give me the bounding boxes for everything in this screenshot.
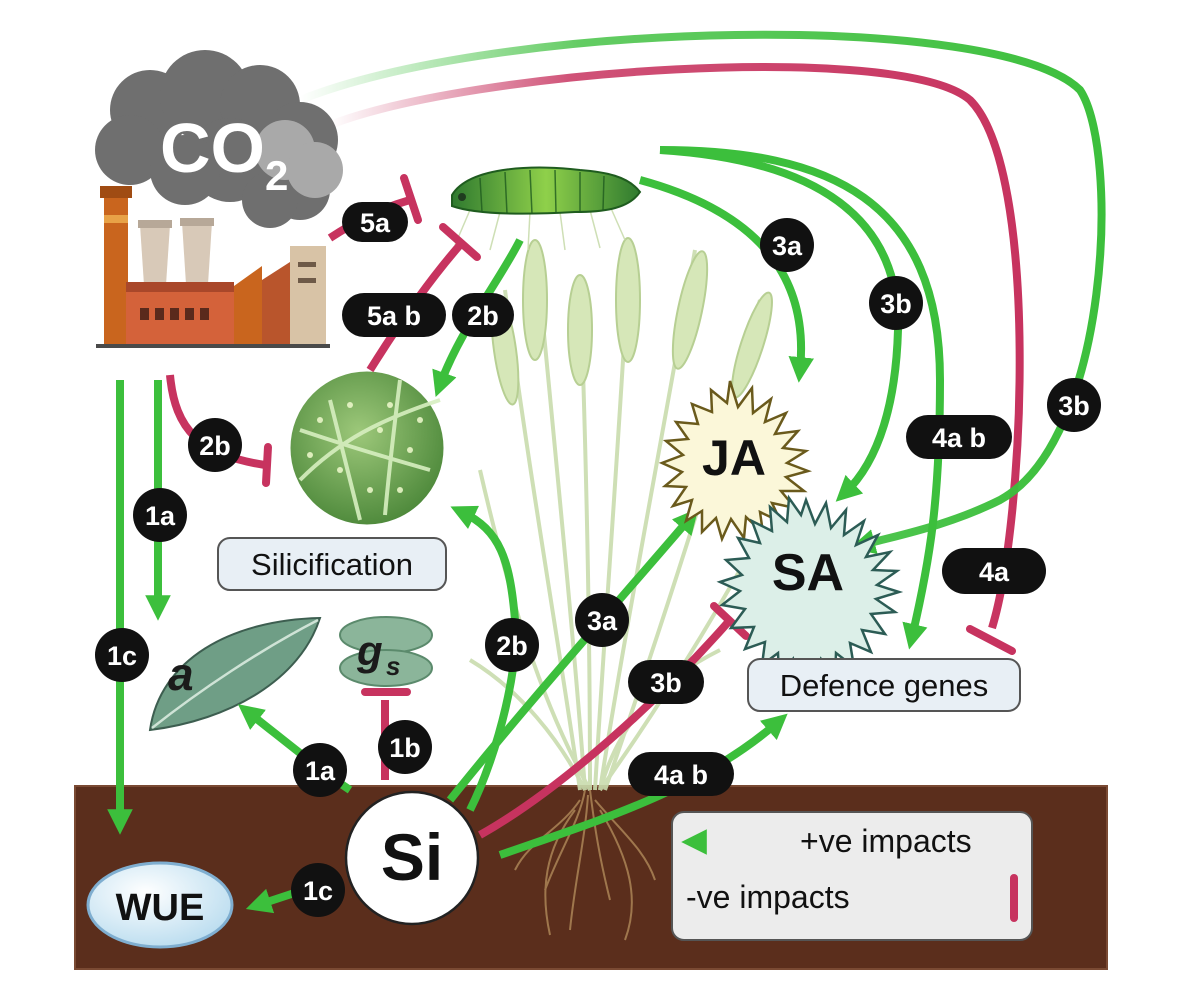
badge-4a-b-bottom: 4a b bbox=[628, 752, 734, 796]
wheat-plant bbox=[468, 237, 773, 792]
co2-cloud: CO 2 bbox=[95, 50, 343, 228]
badge-2b-top: 2b bbox=[452, 293, 514, 337]
svg-text:4a: 4a bbox=[979, 557, 1010, 587]
silicified-leaf-circle bbox=[287, 368, 447, 528]
svg-text:5a b: 5a b bbox=[367, 301, 421, 331]
svg-text:1c: 1c bbox=[303, 876, 333, 906]
si-label: Si bbox=[381, 820, 443, 894]
badge-1b: 1b bbox=[378, 720, 432, 774]
step-badges: 5a 5a b 2b 2b 1a 1c 2b 3a 1b 1a 1c 3b 4a… bbox=[95, 202, 1101, 917]
ja-node: JA bbox=[658, 380, 813, 543]
caterpillar-icon bbox=[451, 166, 642, 251]
badge-1c-bottom: 1c bbox=[291, 863, 345, 917]
badge-3a-mid: 3a bbox=[575, 593, 629, 647]
svg-text:5a: 5a bbox=[360, 208, 391, 238]
svg-text:1a: 1a bbox=[145, 501, 176, 531]
sa-node: SA bbox=[716, 494, 904, 687]
svg-text:4a b: 4a b bbox=[932, 423, 986, 453]
svg-text:3b: 3b bbox=[650, 668, 682, 698]
badge-3b-mid: 3b bbox=[628, 660, 704, 704]
svg-text:4a b: 4a b bbox=[654, 760, 708, 790]
legend-positive-label: +ve impacts bbox=[800, 823, 972, 859]
svg-text:2b: 2b bbox=[199, 431, 231, 461]
silicification-label: Silicification bbox=[251, 547, 413, 582]
badge-4a-b-right: 4a b bbox=[906, 415, 1012, 459]
badge-2b-left: 2b bbox=[188, 418, 242, 472]
defence-genes-box: Defence genes bbox=[747, 658, 1021, 712]
badge-5a: 5a bbox=[342, 202, 408, 242]
badge-2b-mid: 2b bbox=[485, 618, 539, 672]
badge-1a-left: 1a bbox=[133, 488, 187, 542]
leaf-icon: a bbox=[148, 616, 322, 732]
factory-icon bbox=[96, 186, 330, 348]
svg-text:2b: 2b bbox=[496, 631, 528, 661]
leaf-label: a bbox=[168, 648, 194, 700]
badge-3b-top: 3b bbox=[869, 276, 923, 330]
svg-text:3b: 3b bbox=[1058, 391, 1090, 421]
svg-text:1b: 1b bbox=[389, 733, 421, 763]
stomata-subscript: s bbox=[386, 651, 400, 681]
co2-subscript: 2 bbox=[265, 152, 288, 199]
ja-star-shape bbox=[658, 380, 813, 543]
svg-text:2b: 2b bbox=[467, 301, 499, 331]
defence-genes-label: Defence genes bbox=[780, 668, 989, 703]
stomata-icon: g s bbox=[339, 616, 433, 687]
badge-1c-left: 1c bbox=[95, 628, 149, 682]
legend-negative-label: -ve impacts bbox=[686, 879, 850, 915]
svg-text:3a: 3a bbox=[772, 231, 803, 261]
svg-text:1a: 1a bbox=[305, 756, 336, 786]
sa-label: SA bbox=[772, 544, 844, 602]
negative-bars bbox=[262, 174, 1016, 696]
co2-label: CO bbox=[160, 109, 265, 187]
wue-label: WUE bbox=[116, 887, 205, 929]
silicification-box: Silicification bbox=[217, 537, 447, 591]
si-node: Si bbox=[344, 790, 480, 926]
legend: +ve impacts -ve impacts bbox=[671, 811, 1033, 941]
roots bbox=[514, 789, 656, 941]
badge-4a: 4a bbox=[942, 548, 1046, 594]
badge-3a-top: 3a bbox=[760, 218, 814, 272]
svg-text:3b: 3b bbox=[880, 289, 912, 319]
svg-text:1c: 1c bbox=[107, 641, 137, 671]
badge-5a-b: 5a b bbox=[342, 293, 446, 337]
badge-3b-right: 3b bbox=[1047, 378, 1101, 432]
badge-1a-bottom: 1a bbox=[293, 743, 347, 797]
wue-node: WUE bbox=[86, 861, 234, 949]
stomata-label: g bbox=[356, 627, 383, 674]
ja-label: JA bbox=[702, 430, 766, 486]
svg-text:3a: 3a bbox=[587, 606, 618, 636]
